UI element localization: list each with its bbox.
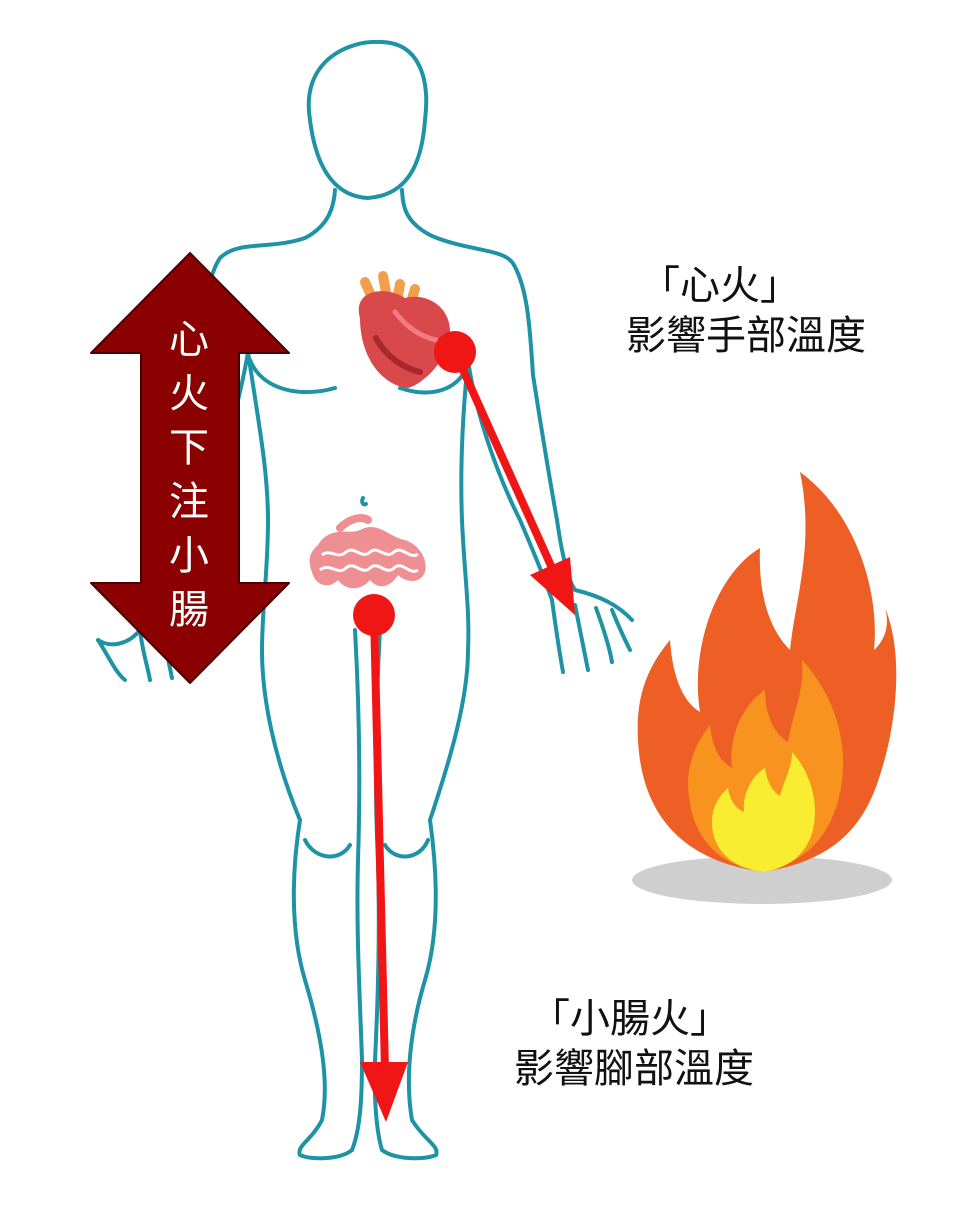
heart-fire-caption-line2: 影響手部溫度 bbox=[626, 313, 866, 359]
vertical-arrow-char: 腸 bbox=[169, 587, 209, 633]
intestine-to-foot-arrow bbox=[353, 594, 408, 1122]
heart-origin-dot bbox=[434, 331, 476, 373]
vertical-arrow-label: 心 火 下 注 小 腸 bbox=[162, 313, 216, 637]
heart-organ-icon bbox=[358, 271, 451, 388]
vertical-arrow-char: 注 bbox=[169, 479, 209, 525]
fire-icon bbox=[632, 472, 897, 904]
small-intestine-icon bbox=[309, 514, 426, 589]
vertical-double-arrow bbox=[90, 252, 290, 684]
vertical-arrow-char: 下 bbox=[169, 425, 209, 471]
fire-shadow bbox=[632, 856, 892, 904]
intestine-origin-dot bbox=[353, 594, 395, 636]
intestine-fire-caption-line2: 影響腳部溫度 bbox=[514, 1046, 754, 1092]
vertical-arrow-char: 心 bbox=[169, 317, 209, 363]
vertical-arrow-char: 火 bbox=[169, 371, 209, 417]
vertical-arrow-char: 小 bbox=[169, 533, 209, 579]
heart-fire-caption-line1: 「心火」 bbox=[640, 263, 800, 309]
heart-to-hand-arrow bbox=[434, 331, 575, 615]
intestine-fire-caption-line1: 「小腸火」 bbox=[530, 996, 730, 1042]
